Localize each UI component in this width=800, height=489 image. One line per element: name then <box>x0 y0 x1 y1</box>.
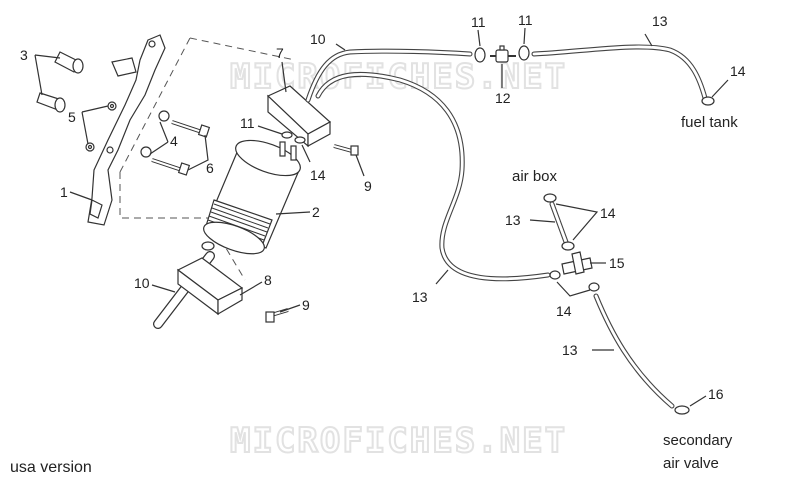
canister-clamp-8 <box>176 257 244 316</box>
note-air-valve: air valve <box>663 455 719 472</box>
callout-10-lower: 10 <box>134 275 150 291</box>
callout-11-right: 11 <box>518 12 533 28</box>
callout-1: 1 <box>60 184 68 200</box>
charcoal-canister-2 <box>203 139 301 255</box>
callout-9-upper: 9 <box>364 178 372 194</box>
canister-clamp-7 <box>266 85 332 148</box>
callout-14-airbox-top: 14 <box>600 205 616 221</box>
callout-14-airbox-low: 14 <box>556 303 572 319</box>
mounting-bracket-1 <box>87 34 166 226</box>
hose-13-airbox-short <box>549 201 569 245</box>
callout-2: 2 <box>312 204 320 220</box>
hose-clamp-11-left <box>474 47 486 63</box>
callout-14-canister: 14 <box>310 167 326 183</box>
callout-13-fuel-tank: 13 <box>652 13 668 29</box>
watermark-bottom: MICROFICHES.NET <box>230 421 567 461</box>
callout-7: 7 <box>276 45 284 61</box>
note-air-box: air box <box>512 168 558 185</box>
callout-6: 6 <box>206 160 214 176</box>
bolt-9-upper <box>333 144 359 156</box>
bolt-9-lower <box>265 308 289 323</box>
callout-15: 15 <box>609 255 625 271</box>
washer-4-lower <box>140 146 152 158</box>
hose-clamp-11-canister <box>281 131 293 139</box>
note-secondary: secondary <box>663 432 733 449</box>
hose-clamp-14-airbox-mid <box>561 241 575 251</box>
callout-3: 3 <box>20 47 28 63</box>
callout-12: 12 <box>495 90 511 106</box>
hose-clamp-16 <box>674 405 690 415</box>
hose-clamp-14-canister <box>294 136 306 144</box>
callout-13-secondary: 13 <box>562 342 578 358</box>
callout-14-fuel-tank: 14 <box>730 63 746 79</box>
hose-clamp-11-right <box>518 45 530 61</box>
callout-8: 8 <box>264 272 272 288</box>
callout-13-loop: 13 <box>412 289 428 305</box>
bolt-6-lower <box>151 158 191 176</box>
callout-5: 5 <box>68 109 76 125</box>
hose-clamp-14-airbox-low-right <box>588 282 600 292</box>
bolt-6-upper <box>171 120 211 138</box>
hose-clamp-14-fuel-tank <box>701 96 715 106</box>
hose-clamp-14-airbox-top <box>543 193 557 203</box>
check-valve-12 <box>490 45 516 63</box>
callout-10-upper: 10 <box>310 31 326 47</box>
callout-16: 16 <box>708 386 724 402</box>
variant-label: usa version <box>10 459 92 476</box>
spacer-3-lower <box>36 92 66 113</box>
nut-5-upper <box>107 101 117 111</box>
callout-11-canister: 11 <box>240 115 255 131</box>
callout-11-left: 11 <box>471 14 486 30</box>
nut-5-lower <box>85 142 95 152</box>
callout-4: 4 <box>170 133 178 149</box>
callout-9-lower: 9 <box>302 297 310 313</box>
fitting-below-canister <box>201 241 215 251</box>
note-fuel-tank: fuel tank <box>681 114 738 131</box>
tee-fitting-15 <box>561 251 593 275</box>
washer-4-upper <box>158 110 170 122</box>
spacer-3-upper <box>54 51 84 74</box>
callout-13-airbox: 13 <box>505 212 521 228</box>
hose-clamp-14-airbox-low-left <box>549 270 561 280</box>
